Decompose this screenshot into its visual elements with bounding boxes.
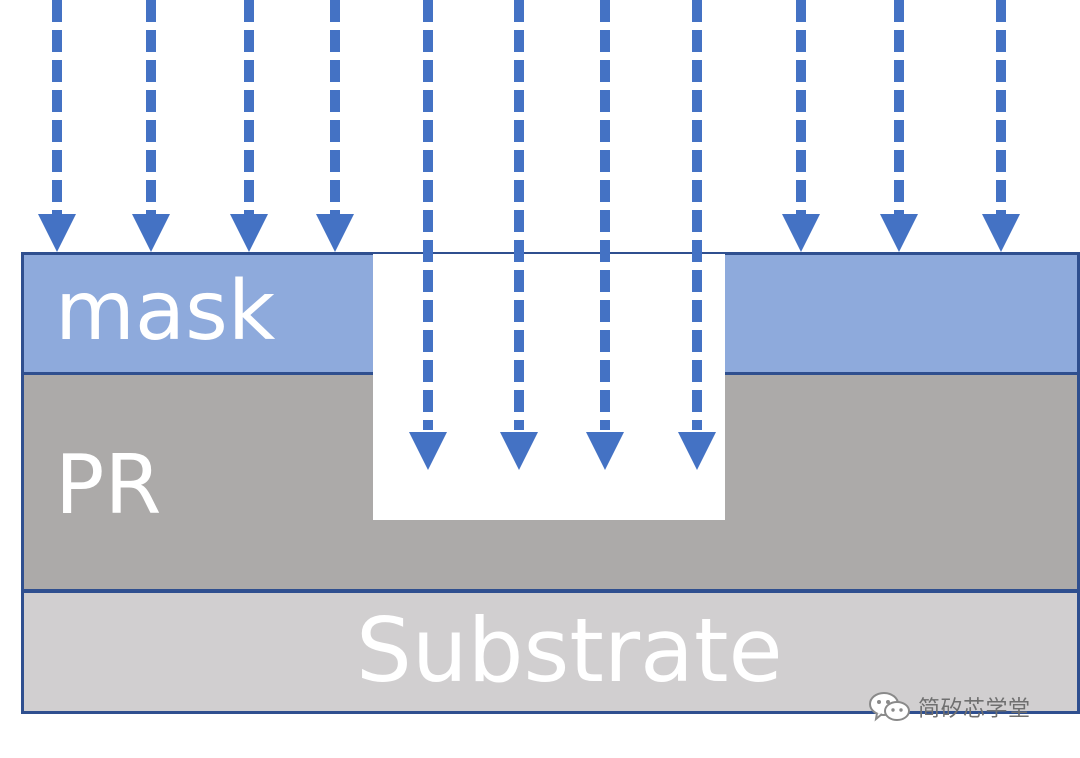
arrow-head-icon bbox=[316, 214, 354, 252]
arrow-head-icon bbox=[880, 214, 918, 252]
light-arrow-shaft bbox=[514, 0, 524, 430]
light-arrow-blocked-4 bbox=[315, 0, 355, 252]
watermark: 简矽芯学堂 bbox=[868, 690, 1031, 724]
light-arrow-blocked-5 bbox=[781, 0, 821, 252]
light-arrow-shaft bbox=[330, 0, 340, 214]
light-arrow-shaft bbox=[423, 0, 433, 430]
light-arrow-blocked-3 bbox=[229, 0, 269, 252]
arrow-head-icon bbox=[782, 214, 820, 252]
arrow-head-icon bbox=[586, 432, 624, 470]
light-arrow-through-1 bbox=[408, 0, 448, 470]
light-arrow-shaft bbox=[996, 0, 1006, 214]
arrow-head-icon bbox=[132, 214, 170, 252]
arrow-head-icon bbox=[230, 214, 268, 252]
light-arrow-shaft bbox=[894, 0, 904, 214]
light-arrow-blocked-2 bbox=[131, 0, 171, 252]
light-arrow-shaft bbox=[244, 0, 254, 214]
light-arrow-through-4 bbox=[677, 0, 717, 470]
substrate-layer bbox=[21, 590, 1080, 714]
light-arrow-through-2 bbox=[499, 0, 539, 470]
light-arrow-blocked-6 bbox=[879, 0, 919, 252]
light-arrow-through-3 bbox=[585, 0, 625, 470]
arrow-head-icon bbox=[500, 432, 538, 470]
light-arrow-shaft bbox=[692, 0, 702, 430]
wechat-icon bbox=[869, 692, 910, 722]
light-arrow-shaft bbox=[146, 0, 156, 214]
substrate-label: Substrate bbox=[356, 599, 783, 702]
arrow-head-icon bbox=[409, 432, 447, 470]
watermark-text: 简矽芯学堂 bbox=[918, 697, 1031, 722]
pr-label: PR bbox=[55, 438, 162, 533]
light-arrow-blocked-7 bbox=[981, 0, 1021, 252]
light-arrow-shaft bbox=[796, 0, 806, 214]
arrow-head-icon bbox=[678, 432, 716, 470]
light-arrow-blocked-1 bbox=[37, 0, 77, 252]
arrow-head-icon bbox=[982, 214, 1020, 252]
light-arrow-shaft bbox=[600, 0, 610, 430]
arrow-head-icon bbox=[38, 214, 76, 252]
light-arrow-shaft bbox=[52, 0, 62, 214]
mask-label: mask bbox=[55, 264, 276, 359]
